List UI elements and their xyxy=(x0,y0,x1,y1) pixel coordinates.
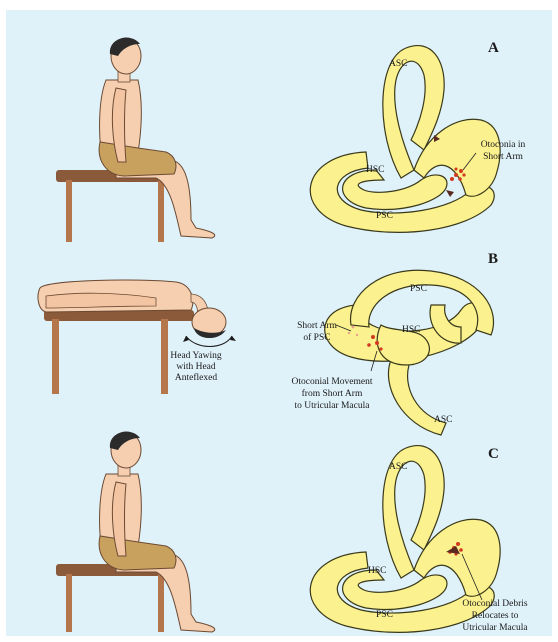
panel-b: B Head Yawing with Head Anteflexed xyxy=(38,251,498,435)
arrowhead-icon xyxy=(230,336,236,341)
short-arm-line-1: Short Arm xyxy=(297,321,337,331)
figure-background: A xyxy=(6,10,552,636)
annotation-c-line-2: Relocates to xyxy=(472,611,519,621)
panel-a-letter: A xyxy=(488,40,499,56)
panel-a: A xyxy=(56,38,526,242)
annotation-c-line-3: Utricular Macula xyxy=(462,623,528,633)
label-c-hsc: HSC xyxy=(368,566,386,576)
label-psc: PSC xyxy=(376,211,393,221)
head-note-line-1: Head Yawing xyxy=(170,351,221,361)
panel-b-letter: B xyxy=(488,251,498,267)
panel-c-letter: C xyxy=(488,446,499,462)
arrowhead-icon xyxy=(183,336,189,342)
annotation-c-line-1: Otoconial Debris xyxy=(462,599,527,609)
stool-leg xyxy=(66,180,72,242)
label-c-psc: PSC xyxy=(376,610,393,620)
movement-line-3: to Utricular Macula xyxy=(295,401,371,411)
movement-line-2: from Short Arm xyxy=(302,388,363,399)
stool-leg xyxy=(158,574,164,632)
seated-person-a xyxy=(56,38,215,242)
head-note-line-3: Anteflexed xyxy=(175,372,217,383)
labyrinth-a xyxy=(310,46,500,233)
bppv-maneuver-illustration: A xyxy=(6,10,552,636)
label-b-hsc: HSC xyxy=(402,325,420,335)
label-asc: ASC xyxy=(389,59,407,69)
seated-person-c xyxy=(56,432,215,632)
stool-leg xyxy=(66,574,72,632)
annotation-a-line-1: Otoconia in xyxy=(481,140,526,150)
label-hsc: HSC xyxy=(366,165,384,175)
ampulla-mark xyxy=(446,190,454,197)
annotation-a-line-2: Short Arm xyxy=(483,152,523,162)
table-leg xyxy=(161,319,168,394)
label-b-asc: ASC xyxy=(434,415,452,425)
stool-leg xyxy=(158,180,164,242)
movement-line-1: Otoconial Movement xyxy=(292,377,373,387)
label-b-psc: PSC xyxy=(410,284,427,294)
head-note-line-2: with Head xyxy=(176,362,216,372)
table-leg xyxy=(52,319,59,394)
arm xyxy=(46,293,156,308)
panel-c: C ASC HSC PSC Otoconial Debri xyxy=(56,432,528,633)
short-arm-line-2: of PSC xyxy=(303,332,330,343)
label-c-asc: ASC xyxy=(389,462,407,472)
